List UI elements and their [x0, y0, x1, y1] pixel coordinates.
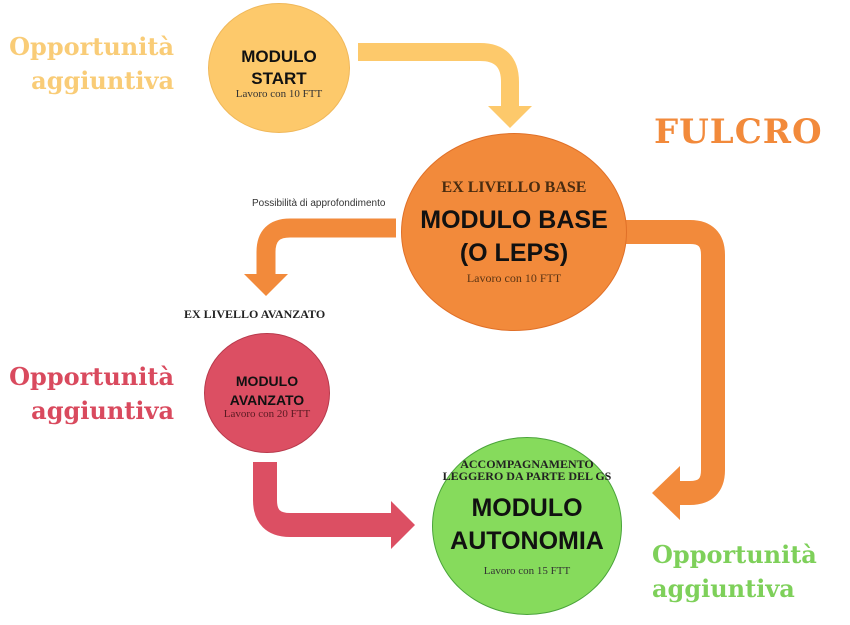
opportunity-label-autonomia: Opportunità aggiuntiva — [652, 538, 817, 606]
module-base[interactable]: EX LIVELLO BASE MODULO BASE (O LEPS) Lav… — [401, 133, 627, 331]
module-avanzato-header: EX LIVELLO AVANZATO — [184, 307, 326, 321]
module-avanzato-work: Lavoro con 20 FTT — [223, 408, 311, 421]
module-autonomia-title-2: AUTONOMIA — [450, 527, 604, 555]
arrow-label-approfondimento: Possibilità di approfondimento — [252, 198, 386, 209]
module-autonomia-header: ACCOMPAGNAMENTO LEGGERO DA PARTE DEL GS — [422, 458, 632, 482]
opportunity-line-1: Opportunità — [9, 362, 174, 391]
opportunity-label-avanzato: Opportunità aggiuntiva — [0, 360, 174, 428]
module-avanzato-title-2: AVANZATO — [229, 392, 305, 408]
module-avanzato-title-1: MODULO — [235, 372, 299, 389]
fulcro-label: FULCRO — [654, 112, 823, 152]
opportunity-line-1: Opportunità — [9, 32, 174, 61]
arrow-base-to-avanzato — [244, 218, 396, 296]
opportunity-line-1: Opportunità — [652, 540, 817, 569]
module-autonomia[interactable]: MODULO AUTONOMIA Lavoro con 15 FTT — [432, 437, 622, 615]
module-base-title-1: MODULO BASE — [420, 205, 608, 234]
module-autonomia-title-1: MODULO — [471, 494, 583, 522]
module-autonomia-work: Lavoro con 15 FTT — [483, 565, 571, 577]
arrow-avanzato-to-autonomia — [253, 462, 415, 549]
module-base-header: EX LIVELLO BASE — [441, 178, 587, 196]
arrow-start-to-base — [358, 43, 532, 128]
opportunity-line-2: aggiuntiva — [652, 574, 795, 603]
module-start[interactable]: MODULO START Lavoro con 10 FTT — [208, 3, 350, 133]
module-autonomia-header-1: ACCOMPAGNAMENTO — [460, 457, 594, 471]
module-base-work: Lavoro con 10 FTT — [466, 270, 562, 285]
opportunity-line-2: aggiuntiva — [31, 396, 174, 425]
module-start-title-1: MODULO — [241, 46, 317, 66]
module-base-title-2: (O LEPS) — [459, 238, 569, 267]
module-autonomia-header-2: LEGGERO DA PARTE DEL GS — [442, 469, 612, 483]
module-start-work: Lavoro con 10 FTT — [235, 88, 323, 101]
arrow-base-to-autonomia — [625, 220, 725, 520]
module-avanzato[interactable]: MODULO AVANZATO Lavoro con 20 FTT — [204, 333, 330, 453]
module-start-title-2: START — [251, 69, 307, 88]
opportunity-label-start: Opportunità aggiuntiva — [0, 30, 174, 98]
opportunity-line-2: aggiuntiva — [31, 66, 174, 95]
